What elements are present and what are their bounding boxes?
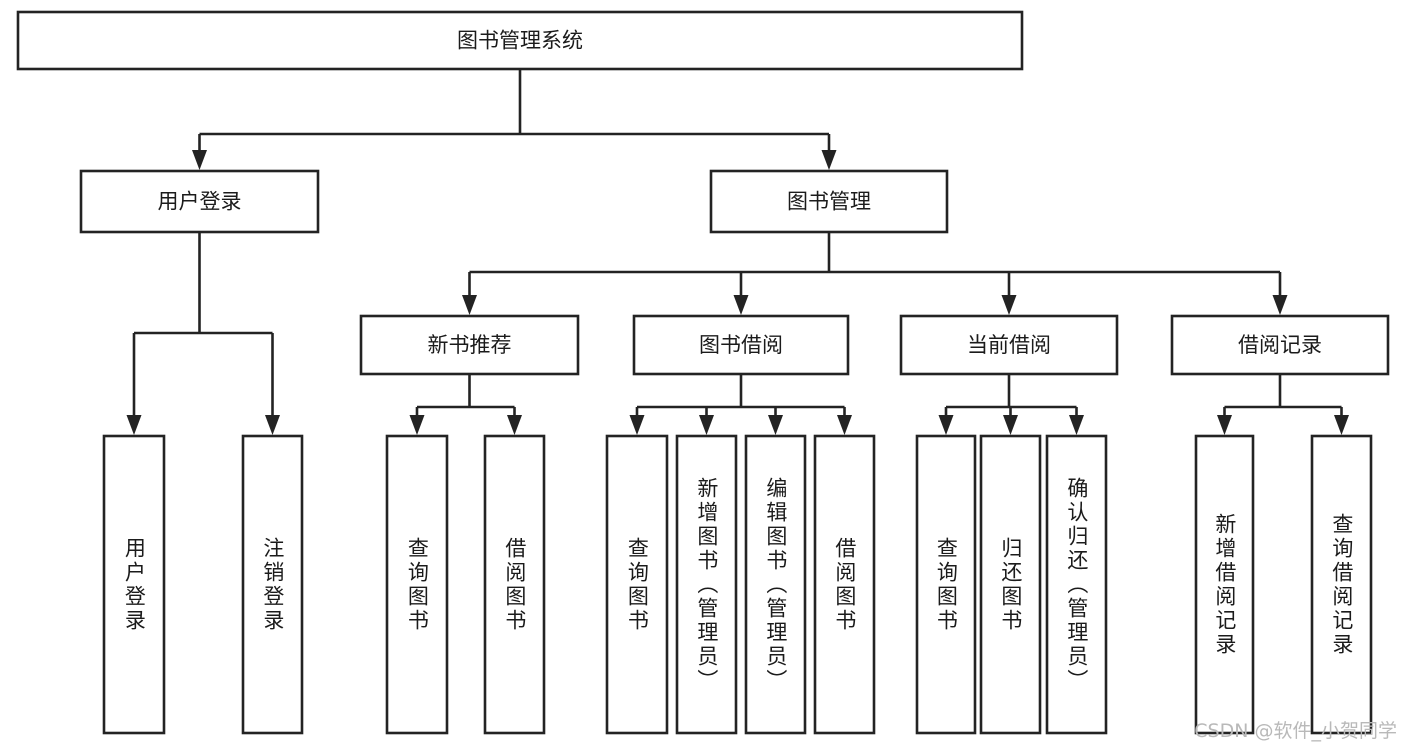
arrow-head-icon	[462, 295, 477, 315]
node-box	[385, 434, 449, 735]
node-label: 新书推荐	[428, 333, 512, 357]
arrow-head-icon	[1272, 295, 1288, 315]
arrow-head-icon	[821, 150, 837, 170]
node-box	[79, 169, 320, 234]
node-l1_0[interactable]: 用户登录	[79, 169, 320, 234]
arrow-head-icon	[1069, 415, 1084, 435]
node-box	[1310, 434, 1373, 735]
arrow-head-icon	[409, 415, 425, 435]
arrow-head-icon	[629, 415, 645, 435]
arrow-head-icon	[837, 415, 852, 435]
arrow-head-icon	[192, 150, 207, 170]
node-l1_1[interactable]: 图书管理	[709, 169, 949, 234]
node-leaf_5[interactable]	[675, 434, 738, 735]
node-leaf_1[interactable]	[241, 434, 304, 735]
node-box	[1170, 314, 1390, 376]
node-box	[979, 434, 1042, 735]
node-label: 用户登录	[158, 190, 242, 214]
arrow-head-icon	[768, 415, 783, 435]
arrow-head-icon	[1217, 415, 1232, 435]
arrow-head-icon	[733, 295, 749, 315]
arrow-head-icon	[265, 415, 280, 435]
node-box	[605, 434, 669, 735]
watermark-text: CSDN @软件_小贺同学	[1194, 720, 1397, 742]
arrow-head-icon	[1334, 415, 1349, 435]
node-leaf_6[interactable]	[744, 434, 807, 735]
node-box	[632, 314, 850, 376]
node-box	[16, 10, 1024, 71]
node-box	[744, 434, 807, 735]
node-leaf_7[interactable]	[813, 434, 876, 735]
node-box	[899, 314, 1119, 376]
node-box	[1194, 434, 1255, 735]
node-l2_3[interactable]: 借阅记录	[1170, 314, 1390, 376]
node-leaf_4[interactable]	[605, 434, 669, 735]
node-box	[675, 434, 738, 735]
node-leaf_2[interactable]	[385, 434, 449, 735]
arrow-head-icon	[507, 415, 522, 435]
node-box	[483, 434, 546, 735]
node-label: 借阅记录	[1238, 333, 1322, 357]
node-box	[241, 434, 304, 735]
node-l2_0[interactable]: 新书推荐	[359, 314, 580, 376]
node-l2_2[interactable]: 当前借阅	[899, 314, 1119, 376]
node-label: 图书管理系统	[457, 29, 583, 53]
node-box	[813, 434, 876, 735]
connector-layer	[126, 69, 1349, 435]
node-root[interactable]: 图书管理系统	[16, 10, 1024, 71]
node-label: 图书借阅	[699, 333, 783, 357]
arrow-head-icon	[126, 415, 142, 435]
node-leaf_3[interactable]	[483, 434, 546, 735]
arrow-head-icon	[1001, 295, 1017, 315]
node-box	[1045, 434, 1108, 735]
node-box	[709, 169, 949, 234]
node-box	[102, 434, 166, 735]
arrow-head-icon	[699, 415, 714, 435]
node-box	[359, 314, 580, 376]
node-box	[915, 434, 977, 735]
node-l2_1[interactable]: 图书借阅	[632, 314, 850, 376]
node-leaf_10[interactable]	[1045, 434, 1108, 735]
arrow-head-icon	[938, 415, 954, 435]
node-label: 当前借阅	[967, 333, 1051, 357]
node-label: 图书管理	[787, 190, 871, 214]
node-leaf_9[interactable]	[979, 434, 1042, 735]
node-leaf_11[interactable]	[1194, 434, 1255, 735]
arrow-head-icon	[1003, 415, 1018, 435]
node-leaf_0[interactable]	[102, 434, 166, 735]
node-leaf_12[interactable]	[1310, 434, 1373, 735]
node-leaf_8[interactable]	[915, 434, 977, 735]
